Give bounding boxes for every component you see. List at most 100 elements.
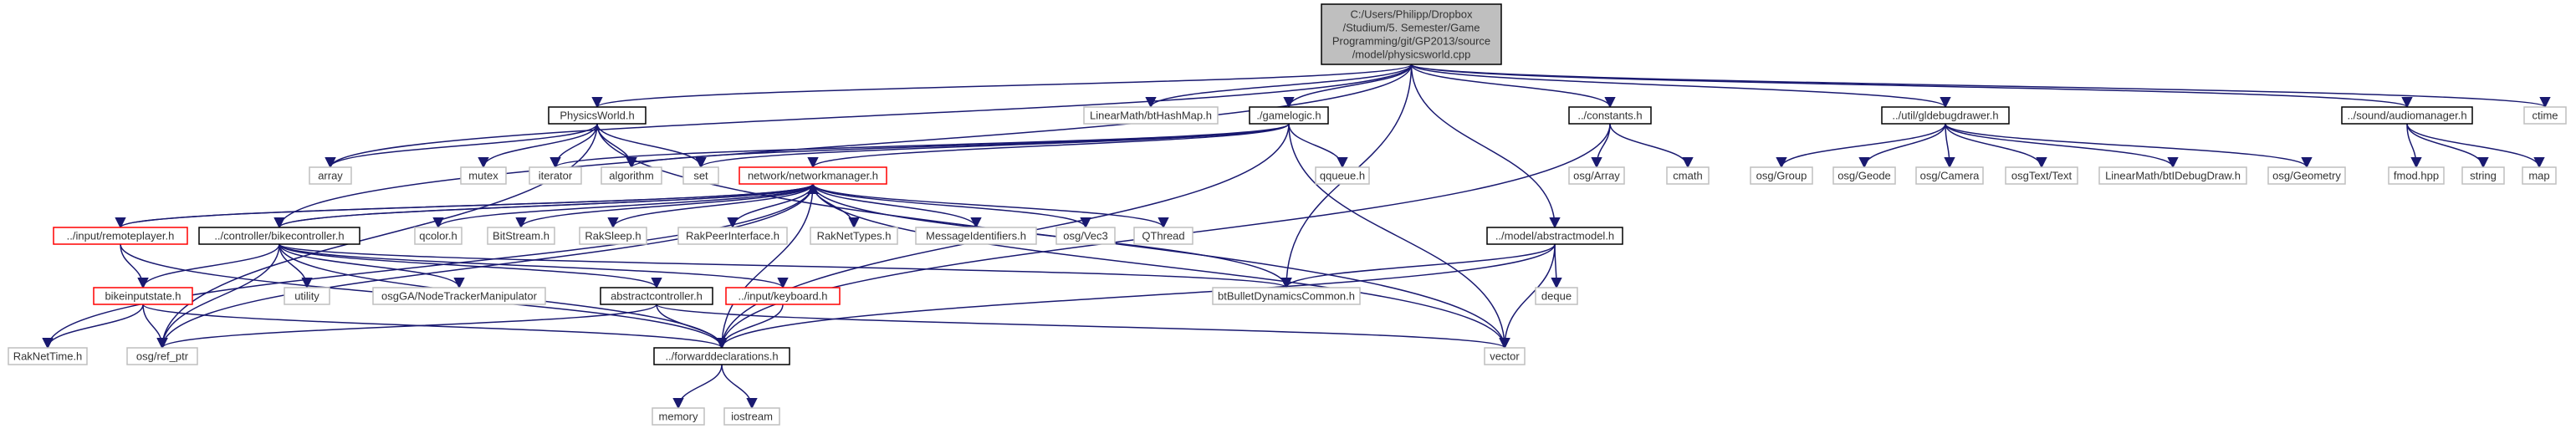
- edge-path: [156, 123, 598, 350]
- node-label: ../forwarddeclarations.h: [665, 350, 778, 363]
- edge-path: [478, 123, 598, 169]
- node-box: [579, 227, 647, 245]
- graph-node-audiomanager[interactable]: ../sound/audiomanager.h: [2341, 106, 2473, 125]
- node-label: ../controller/bikecontroller.h: [214, 230, 344, 242]
- graph-node-mutex: mutex: [460, 166, 507, 185]
- edge-bikecontroller-to-keyboard: [279, 243, 789, 289]
- edge-root-to-audiomanager: [1410, 64, 2413, 109]
- node-box: [460, 166, 507, 185]
- node-label: osg/Geometry: [2272, 170, 2341, 182]
- node-box: [548, 106, 647, 125]
- graph-node-gamelogic[interactable]: ./gamelogic.h: [1249, 106, 1329, 125]
- graph-node-networkmanager[interactable]: network/networkmanager.h: [739, 166, 887, 185]
- edge-path: [1858, 123, 1946, 169]
- graph-node-deque: deque: [1535, 287, 1578, 305]
- node-label: ../constants.h: [1577, 110, 1642, 122]
- edge-path: [432, 183, 814, 229]
- edge-root-to-array: [325, 64, 1413, 169]
- edge-path: [1410, 64, 2413, 109]
- edge-path: [279, 243, 662, 289]
- edge-path: [1288, 123, 1510, 350]
- edge-root-to-abstractmodel: [1410, 64, 1561, 229]
- edge-path: [1945, 123, 2313, 169]
- edge-path: [1283, 64, 1413, 109]
- node-box: [600, 287, 713, 305]
- graph-node-remoteplayer[interactable]: ../input/remoteplayer.h: [53, 227, 188, 245]
- edge-path: [812, 183, 1169, 229]
- node-label: algorithm: [609, 170, 653, 182]
- node-box: [1568, 166, 1625, 185]
- node-label: cmath: [1673, 170, 1702, 182]
- edge-bikecontroller-to-abstractcontroller: [279, 243, 662, 289]
- edge-path: [1609, 123, 1694, 169]
- edge-networkmanager-to-raknettime: [42, 183, 814, 350]
- graph-node-ctime: ctime: [2523, 106, 2567, 125]
- node-label: qcolor.h: [419, 230, 457, 242]
- graph-node-abstractcontroller[interactable]: abstractcontroller.h: [600, 287, 713, 305]
- edge-gamelogic-to-algorithm: [626, 123, 1290, 169]
- graph-node-bikeinputstate[interactable]: bikeinputstate.h: [93, 287, 193, 305]
- graph-node-memory: memory: [652, 407, 705, 426]
- graph-node-bikecontroller[interactable]: ../controller/bikecontroller.h: [198, 227, 360, 245]
- node-box: [2267, 166, 2346, 185]
- node-label: osg/ref_ptr: [136, 350, 189, 363]
- edge-path: [142, 304, 728, 350]
- edge-path: [279, 243, 789, 289]
- edge-abstractmodel-to-fwd: [716, 243, 1556, 350]
- graph-node-qcolor: qcolor.h: [414, 227, 463, 245]
- node-label: string: [2470, 170, 2497, 182]
- edge-path: [156, 243, 280, 350]
- node-label: map: [2528, 170, 2549, 182]
- node-label: memory: [659, 411, 698, 423]
- edge-bikeinputstate-to-fwd: [142, 304, 728, 350]
- node-label: PhysicsWorld.h: [560, 110, 634, 122]
- edge-networkmanager-to-raksleep: [607, 183, 814, 229]
- graph-node-abstractmodel[interactable]: ../model/abstractmodel.h: [1486, 227, 1623, 245]
- edge-audiomanager-to-fmod: [2406, 123, 2422, 169]
- node-label: abstractcontroller.h: [611, 290, 703, 303]
- node-label: qqueue.h: [1320, 170, 1365, 182]
- edge-bikeinputstate-to-raknettime: [42, 304, 144, 350]
- node-label: osg/Array: [1573, 170, 1620, 182]
- graph-node-nodetracker: osgGA/NodeTrackerManipulator: [372, 287, 546, 305]
- node-box: [1881, 106, 2010, 125]
- edge-path: [812, 183, 1510, 350]
- node-label: network/networkmanager.h: [748, 170, 878, 182]
- graph-node-root[interactable]: C:/Users/Philipp/Dropbox/Studium/5. Seme…: [1321, 3, 1502, 65]
- edge-path: [656, 304, 1510, 350]
- graph-node-keyboard[interactable]: ../input/keyboard.h: [725, 287, 841, 305]
- edge-fwd-to-memory: [672, 364, 723, 410]
- edge-path: [807, 123, 1290, 169]
- graph-node-constants[interactable]: ../constants.h: [1568, 106, 1652, 125]
- edge-networkmanager-to-osgVec3: [812, 183, 1091, 229]
- node-box: [601, 166, 662, 185]
- graph-node-fwd[interactable]: ../forwarddeclarations.h: [653, 347, 790, 365]
- graph-node-iterator: iterator: [529, 166, 582, 185]
- node-box: [53, 227, 188, 245]
- node-box: [1315, 166, 1370, 185]
- node-label: ../sound/audiomanager.h: [2347, 110, 2466, 122]
- edge-networkmanager-to-msgids: [812, 183, 982, 229]
- edge-path: [626, 123, 1290, 169]
- graph-node-physicsworld_h[interactable]: PhysicsWorld.h: [548, 106, 647, 125]
- edge-path: [1945, 123, 2179, 169]
- edge-path: [695, 123, 1290, 169]
- edge-path: [279, 243, 1292, 289]
- node-label: set: [693, 170, 708, 182]
- node-label: RakNetTypes.h: [817, 230, 892, 242]
- edge-path: [1410, 64, 1561, 229]
- edge-gamelogic-to-qqueue: [1288, 123, 1348, 169]
- node-box: [2522, 166, 2557, 185]
- edge-path: [1945, 123, 2047, 169]
- graph-node-osgGroup: osg/Group: [1750, 166, 1813, 185]
- edge-path: [812, 183, 982, 229]
- graph-node-gldebugdrawer[interactable]: ../util/gldebugdrawer.h: [1881, 106, 2010, 125]
- edge-root-to-gldebugdrawer: [1410, 64, 1951, 109]
- node-label: iostream: [731, 411, 773, 423]
- edge-path: [2406, 123, 2422, 169]
- edge-path: [2406, 123, 2489, 169]
- edge-path: [716, 243, 1556, 350]
- edge-abstractmodel-to-vector: [1499, 243, 1556, 350]
- graph-node-qqueue: qqueue.h: [1315, 166, 1370, 185]
- edge-path: [142, 304, 168, 350]
